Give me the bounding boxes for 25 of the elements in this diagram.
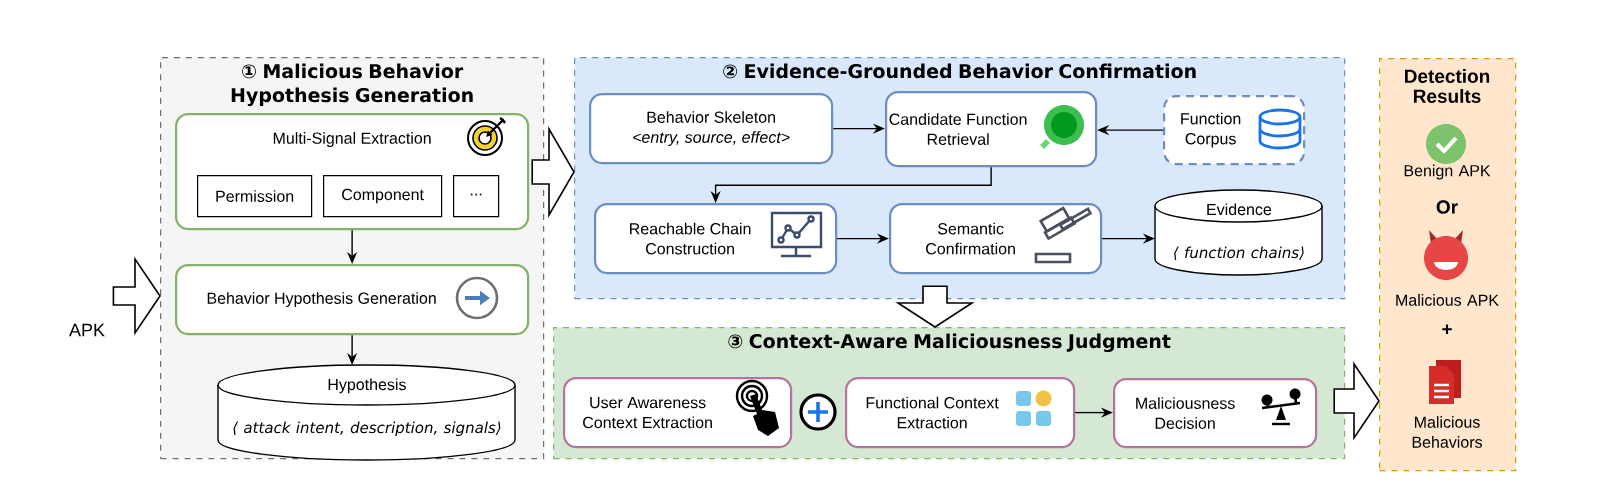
result-label: Malicious Behaviors xyxy=(1412,416,1482,448)
process-box: Behavior Skeleton <entry, source, effect> xyxy=(589,93,834,165)
signal-box: Component xyxy=(323,175,443,218)
result-label: Benign APK xyxy=(1404,164,1491,180)
result-label: Malicious APK xyxy=(1396,294,1499,306)
block-arrow xyxy=(112,256,161,336)
block-arrow xyxy=(895,285,975,328)
process-box: Functional Context Extraction xyxy=(845,377,1076,449)
signal-box: ... xyxy=(453,175,500,218)
process-box: Maliciousness Decision xyxy=(1113,378,1318,449)
block-arrow xyxy=(1333,361,1380,441)
process-box: Candidate Function Retrieval xyxy=(885,91,1098,168)
file-label: APK xyxy=(69,323,105,337)
corpus-box: Function Corpus xyxy=(1163,95,1306,166)
process-box: Behavior Hypothesis Generation xyxy=(175,264,530,336)
process-box: User Awareness Context Extraction xyxy=(563,377,793,449)
block-arrow xyxy=(531,126,575,218)
connector-word: + xyxy=(1442,324,1452,335)
process-box: Semantic Confirmation xyxy=(889,203,1103,275)
panel-title: Detection Results xyxy=(1405,69,1490,103)
signal-box: Permission xyxy=(197,175,313,218)
connector-word: Or xyxy=(1436,200,1458,214)
database-cylinder: Evidence ⟨ function chains⟩ xyxy=(1154,189,1323,276)
database-cylinder: Hypothesis ⟨ attack intent, description, signals⟩ xyxy=(217,364,516,461)
process-box: Reachable Chain Construction xyxy=(594,203,838,275)
